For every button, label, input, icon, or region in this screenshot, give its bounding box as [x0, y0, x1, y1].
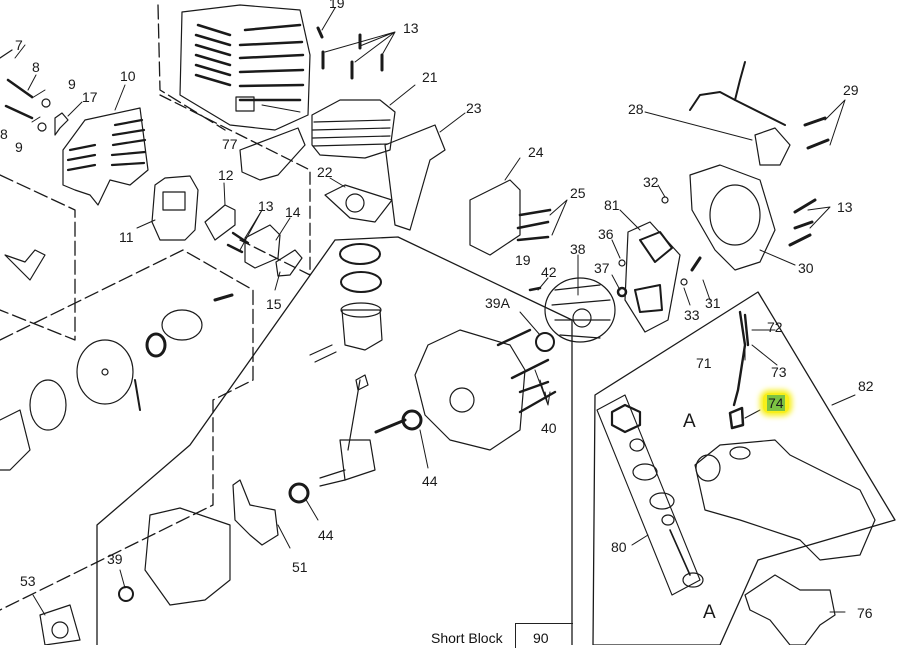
exhaust-parts	[384, 124, 552, 256]
callout-13: 13	[837, 199, 853, 215]
upper-boundary	[157, 4, 226, 131]
callout-section-a: A	[703, 602, 716, 623]
lower-crankcase	[39, 479, 310, 645]
callout-8: 8	[0, 126, 8, 142]
carburetor-assembly	[151, 175, 303, 277]
head-bolts	[316, 26, 384, 80]
mounting-bolts	[0, 49, 69, 136]
heat-shield	[239, 127, 306, 181]
exhaust-boundary	[159, 94, 311, 276]
fuel-tank	[694, 439, 876, 561]
callout-44: 44	[318, 527, 334, 543]
callout-72: 72	[767, 319, 783, 335]
callout-12: 12	[218, 167, 234, 183]
callout-section-a: A	[683, 411, 696, 432]
recoil-starter	[0, 249, 234, 471]
callout-9: 9	[68, 76, 76, 92]
callout-17: 17	[82, 89, 98, 105]
callout-73: 73	[771, 364, 787, 380]
callout-13: 13	[403, 20, 419, 36]
front-cover	[62, 107, 149, 206]
engine-shroud	[179, 4, 311, 131]
callout-30: 30	[798, 260, 814, 276]
short-block-boundary	[96, 236, 573, 645]
callout-71: 71	[696, 355, 712, 371]
fuel-cap-boundary	[596, 394, 701, 596]
group-boundaries	[0, 4, 896, 645]
callout-81: 81	[604, 197, 620, 213]
callout-11: 11	[119, 229, 134, 245]
callout-76: 76	[857, 605, 873, 621]
callout-36: 36	[598, 226, 614, 242]
callout-33: 33	[684, 307, 700, 323]
short-block-label: Short Block	[431, 630, 503, 646]
callout-19: 19	[515, 252, 531, 268]
callout-19: 19	[329, 0, 345, 11]
cylinder	[311, 99, 396, 159]
callout-13: 13	[258, 198, 274, 214]
callout-38: 38	[570, 241, 586, 257]
tank-bracket	[744, 574, 836, 645]
callout-44: 44	[422, 473, 438, 489]
callout-37: 37	[594, 260, 610, 276]
starter-group-boundary	[0, 174, 76, 341]
callout-51: 51	[292, 559, 308, 575]
callout-9: 9	[15, 139, 23, 155]
callout-28: 28	[628, 101, 644, 117]
fuel-line	[728, 310, 750, 430]
piston-assembly	[309, 243, 407, 487]
crankcase	[401, 328, 557, 451]
callout-39a: 39A	[485, 295, 510, 311]
ignition-module	[689, 61, 830, 166]
callout-21: 21	[422, 69, 438, 85]
clutch-assembly	[616, 221, 702, 333]
callout-25: 25	[570, 185, 586, 201]
callout-77: 77	[222, 136, 238, 152]
callout-29: 29	[843, 82, 859, 98]
callout-10: 10	[120, 68, 136, 84]
callout-7: 7	[15, 37, 23, 53]
callout-8: 8	[32, 59, 40, 75]
fuel-tank-boundary	[592, 291, 896, 645]
callout-31: 31	[705, 295, 721, 311]
callout-15: 15	[266, 296, 282, 312]
short-block-box	[515, 623, 573, 648]
leader-lines	[14, 7, 856, 616]
callout-74: 74	[767, 395, 785, 411]
callout-74-highlighted: 74	[763, 393, 789, 413]
recoil-group-boundary	[0, 249, 254, 611]
callout-39: 39	[107, 551, 123, 567]
fuel-cap-parts	[610, 403, 704, 588]
callout-42: 42	[541, 264, 557, 280]
callout-32: 32	[643, 174, 659, 190]
callout-22: 22	[317, 164, 333, 180]
short-block-number: 90	[533, 630, 549, 646]
callout-23: 23	[466, 100, 482, 116]
callout-82: 82	[858, 378, 874, 394]
callout-14: 14	[285, 204, 301, 220]
callout-80: 80	[611, 539, 627, 555]
fan-housing	[661, 164, 817, 271]
base-gasket	[324, 184, 393, 223]
callout-24: 24	[528, 144, 544, 160]
callout-40: 40	[541, 420, 557, 436]
callout-53: 53	[20, 573, 36, 589]
